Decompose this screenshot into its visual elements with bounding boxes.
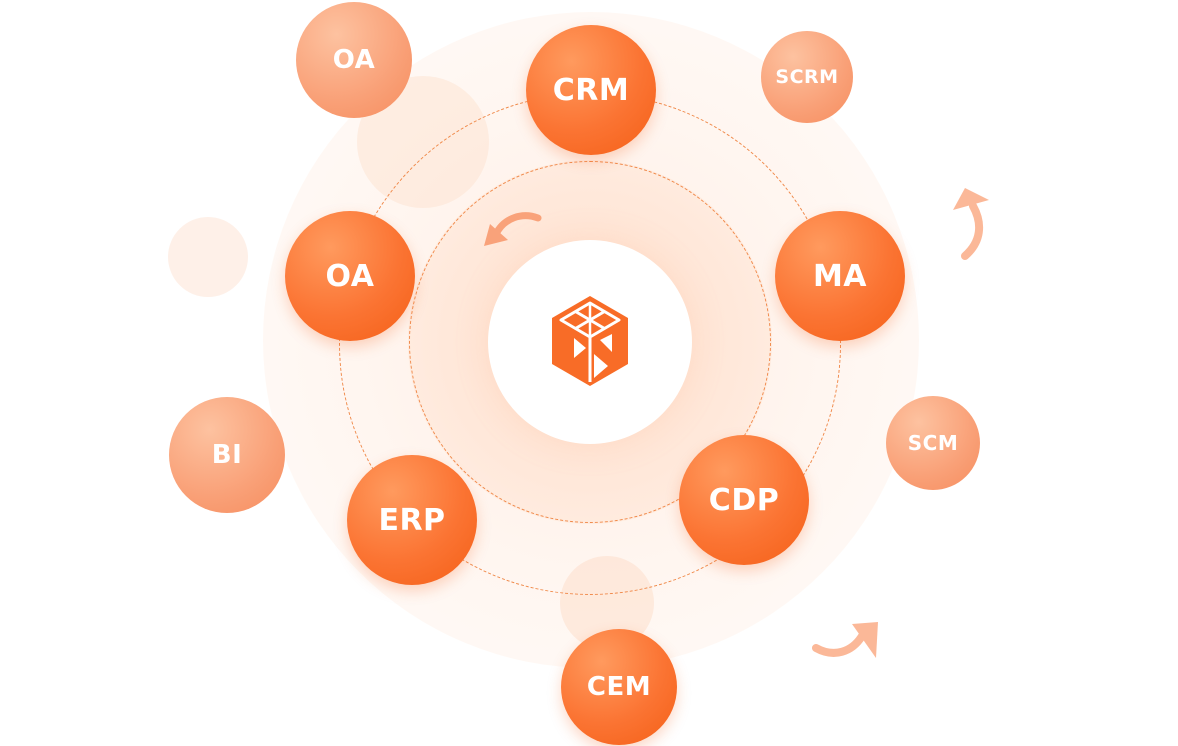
node-cem[interactable]: CEM [561, 629, 677, 745]
node-label: OA [332, 45, 376, 75]
node-label: SCRM [775, 66, 839, 88]
node-label: BI [211, 440, 243, 470]
node-label: OA [325, 258, 375, 294]
node-erp[interactable]: ERP [347, 455, 477, 585]
node-bi[interactable]: BI [169, 397, 285, 513]
node-label: CEM [586, 672, 652, 702]
hexagon-cube-logo-icon [552, 296, 628, 386]
node-ma[interactable]: MA [775, 211, 905, 341]
center-core [488, 240, 692, 444]
node-label: CDP [708, 482, 780, 518]
curved-arrow-icon [484, 212, 542, 246]
node-label: CRM [552, 72, 630, 108]
node-label: ERP [378, 502, 446, 538]
curved-arrow-icon [812, 622, 878, 658]
curved-arrow-icon [953, 188, 989, 260]
node-oa-inner[interactable]: OA [285, 211, 415, 341]
node-scm[interactable]: SCM [886, 396, 980, 490]
node-cdp[interactable]: CDP [679, 435, 809, 565]
decorative-circle-left [168, 217, 248, 297]
node-oa-outer[interactable]: OA [296, 2, 412, 118]
node-scrm[interactable]: SCRM [761, 31, 853, 123]
node-label: MA [812, 258, 868, 294]
node-crm[interactable]: CRM [526, 25, 656, 155]
node-label: SCM [907, 431, 959, 455]
